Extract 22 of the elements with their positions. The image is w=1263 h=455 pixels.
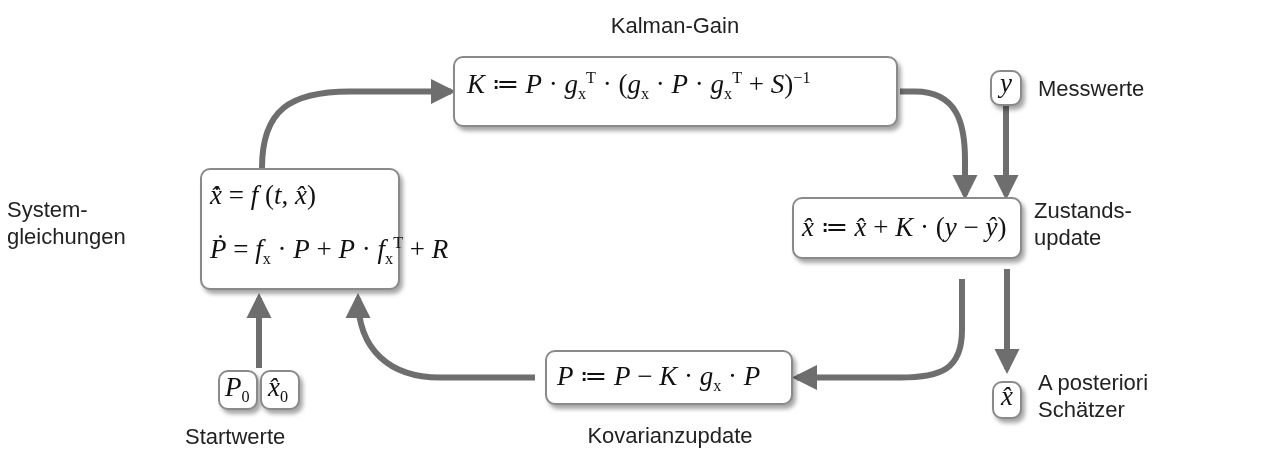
heading-label: Zustands- update [1034,197,1133,251]
formula: x̂ [1001,381,1013,412]
initial-value-box [260,370,300,410]
heading-label: Kalman-Gain [609,12,741,39]
formula: y [1000,68,1012,99]
side-label: A posteriori Schätzer [1038,369,1150,423]
heading-label: Kovarianzupdate [586,422,754,449]
formula: P ≔ P − K · g$_{x}$ · P [557,360,761,397]
formula: P$_{0}$ [225,372,250,408]
formula: x̂ ≔ x̂ + K · (y − ŷ) [802,211,1007,243]
arrow [994,269,1020,375]
caption-label: Startwerte [185,423,286,450]
formula: K ≔ P · g$_{x}$$^{T}$ · (g$_{x}$ · P · g$_{x}$$^{T}$ + S)$^{−1}$ [467,68,811,105]
arrow [246,292,272,368]
arrow [791,279,965,391]
side-label: Messwerte [1038,75,1146,102]
formula: Ṗ = f$_{x}$ · P + P · f$_{x}$$^{T}$ + R [210,234,449,270]
initial-value-box [218,370,258,410]
heading-label: System- gleichungen [7,196,127,250]
arrow [346,292,535,381]
formula: x̂̇ = f (t, x̂) [210,180,316,211]
formula: x̂$_{0}$ [268,372,289,408]
